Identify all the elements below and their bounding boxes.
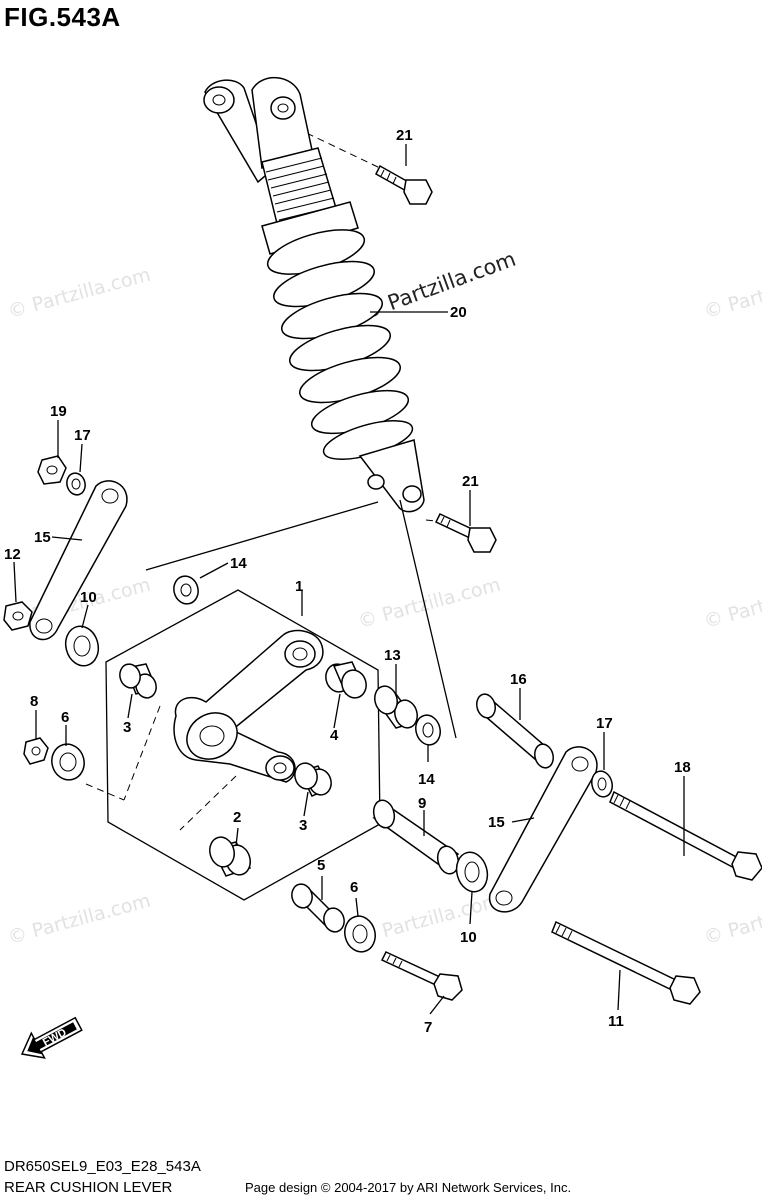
fwd-label: FWD bbox=[41, 1027, 69, 1049]
collar-10-right bbox=[455, 851, 489, 893]
watermark: © Partzilla.com bbox=[356, 890, 503, 949]
watermark-center: © Partzilla.com bbox=[359, 247, 519, 325]
callout-part-5: 5 bbox=[317, 857, 325, 874]
callout-part-17: 17 bbox=[596, 715, 613, 732]
washer-17-right bbox=[591, 770, 613, 798]
callout-numbers: 1 2 3 3 4 5 6 6 7 8 9 10 10 11 12 13 14 … bbox=[4, 127, 691, 1036]
callout-part-6: 6 bbox=[350, 879, 358, 896]
callout-part-18: 18 bbox=[674, 759, 691, 776]
callout-part-16: 16 bbox=[510, 671, 527, 688]
washer-17-left bbox=[66, 472, 86, 496]
callout-part-7: 7 bbox=[424, 1019, 432, 1036]
callout-part-6: 6 bbox=[61, 709, 69, 726]
callout-part-19: 19 bbox=[50, 403, 67, 420]
bolt-21-lower bbox=[434, 513, 497, 553]
callout-part-2: 2 bbox=[233, 809, 241, 826]
watermark: © Partzilla.com bbox=[702, 574, 762, 633]
figure-name: REAR CUSHION LEVER bbox=[4, 1179, 173, 1196]
cushion-rod-15-right bbox=[488, 746, 598, 913]
callout-part-14: 14 bbox=[230, 555, 247, 572]
callout-part-3: 3 bbox=[123, 719, 131, 736]
callout-part-15: 15 bbox=[34, 529, 51, 546]
cushion-lever-1 bbox=[105, 501, 381, 901]
callout-part-20: 20 bbox=[450, 304, 467, 321]
callout-part-14: 14 bbox=[418, 771, 435, 788]
copyright-credit: Page design © 2004-2017 by ARI Network S… bbox=[245, 1180, 572, 1195]
bolt-7 bbox=[380, 951, 463, 1001]
collar-6-left bbox=[51, 743, 125, 801]
rear-shock-absorber bbox=[203, 76, 425, 513]
nut-12 bbox=[3, 601, 33, 631]
fwd-arrow: FWD bbox=[20, 1016, 83, 1059]
watermark: © Partzilla.com bbox=[6, 264, 153, 323]
washer-14-lower bbox=[399, 499, 457, 746]
bolt-18 bbox=[609, 790, 762, 881]
callout-part-12: 12 bbox=[4, 546, 21, 563]
bolt-21-upper bbox=[375, 164, 433, 205]
bolt-11 bbox=[551, 920, 701, 1005]
cushion-rod-15-left bbox=[29, 480, 128, 641]
figure-code: DR650SEL9_E03_E28_543A bbox=[4, 1158, 201, 1175]
callout-part-15: 15 bbox=[488, 814, 505, 831]
callout-part-21: 21 bbox=[462, 473, 479, 490]
watermark: © Partzilla.com bbox=[702, 890, 762, 949]
callout-part-11: 11 bbox=[608, 1013, 624, 1030]
callout-part-10: 10 bbox=[80, 589, 97, 606]
watermark: © Partzilla.com bbox=[6, 890, 153, 949]
bearing-4 bbox=[325, 661, 367, 699]
leader-lines bbox=[13, 144, 685, 1015]
callout-part-21: 21 bbox=[396, 127, 413, 144]
watermark: © Partzilla.com bbox=[702, 264, 762, 323]
callout-part-8: 8 bbox=[30, 693, 38, 710]
collar-10-left bbox=[64, 625, 100, 667]
collar-6-right bbox=[344, 915, 376, 953]
spacer-2 bbox=[209, 836, 252, 877]
figure-title: FIG.543A bbox=[4, 2, 121, 32]
spacer-13 bbox=[374, 685, 418, 729]
reference-line bbox=[295, 127, 381, 169]
washer-14-upper bbox=[173, 575, 199, 605]
nut-8 bbox=[23, 737, 49, 765]
callout-part-10: 10 bbox=[460, 929, 477, 946]
callout-part-17: 17 bbox=[74, 427, 91, 444]
bearing-3-lower bbox=[294, 762, 332, 797]
spacer-16 bbox=[476, 693, 554, 769]
callout-part-1: 1 bbox=[295, 578, 303, 595]
arrow-fill bbox=[27, 1022, 77, 1055]
callout-part-4: 4 bbox=[330, 727, 339, 744]
callout-part-3: 3 bbox=[299, 817, 307, 834]
spacer-5 bbox=[291, 883, 345, 933]
callout-part-9: 9 bbox=[418, 795, 426, 812]
watermarks: © Partzilla.com © Partzilla.com © Partzi… bbox=[6, 247, 762, 949]
nut-19 bbox=[37, 455, 67, 485]
bearing-3-upper bbox=[119, 663, 158, 699]
spacer-9 bbox=[372, 799, 460, 875]
callout-part-13: 13 bbox=[384, 647, 401, 664]
